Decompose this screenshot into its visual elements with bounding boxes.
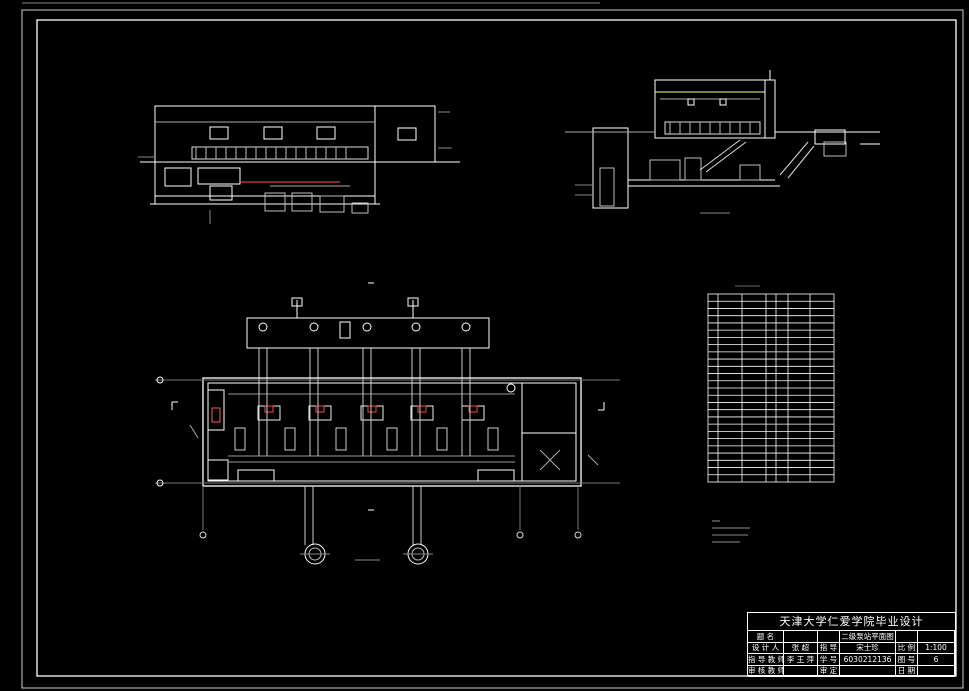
- title-block-cell: 日 期: [896, 664, 918, 676]
- pump-station-plan-view: [155, 282, 620, 565]
- title-block-cell: 6030212136: [840, 653, 896, 665]
- title-block-cell: 比 例: [896, 642, 918, 654]
- title-block-heading: 天津大学仁爱学院毕业设计: [748, 613, 955, 631]
- title-block-cell: 1:100: [918, 642, 955, 654]
- title-block-cell: [818, 631, 840, 642]
- title-block-cell: 图 号: [896, 653, 918, 665]
- cross-section-view: [565, 70, 880, 214]
- title-block-cell: 设 计 人: [748, 642, 784, 654]
- title-block-cell: 宋士珍: [840, 642, 896, 654]
- sheet-outer-border: [21, 9, 964, 689]
- equipment-list-table: [707, 285, 835, 483]
- longitudinal-section-view: [138, 105, 460, 224]
- title-block-cell: [784, 631, 818, 642]
- title-block-cell: [784, 664, 818, 676]
- title-block-cell: 指 导 教 师: [748, 653, 784, 665]
- title-block-cell: 二级泵站平面图: [840, 631, 896, 642]
- sheet-inner-border: [36, 19, 957, 677]
- title-block-cell: 审 核 教 师: [748, 664, 784, 676]
- title-block: 天津大学仁爱学院毕业设计 题 名二级泵站平面图设 计 人张 超指 导宋士珍比 例…: [747, 612, 956, 677]
- design-notes: [712, 520, 750, 543]
- title-block-row: 题 名 二级泵站平面图: [748, 631, 955, 643]
- title-block-cell: 6: [918, 653, 955, 665]
- title-block-cell: 学 号: [818, 653, 840, 665]
- title-block-cell: 审 定: [818, 664, 840, 676]
- title-block-cell: 李 王 萍: [784, 653, 818, 665]
- title-block-cell: 张 超: [784, 642, 818, 654]
- title-block-cell: [918, 664, 955, 676]
- title-block-cell: [896, 631, 918, 642]
- title-block-cell: 指 导: [818, 642, 840, 654]
- title-block-row: 审 核 教 师审 定日 期: [748, 664, 955, 677]
- title-block-cell: 题 名: [748, 631, 784, 642]
- title-block-cell: [840, 664, 896, 676]
- title-block-cell: [918, 631, 955, 642]
